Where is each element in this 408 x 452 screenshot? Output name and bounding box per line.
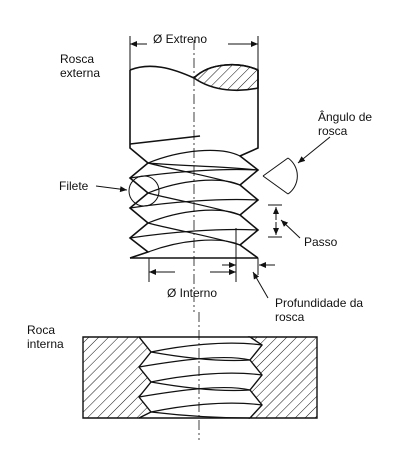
label-angulo-line1: Ângulo de (318, 110, 373, 124)
dim-extreno (129, 36, 259, 70)
label-angulo-line2: rosca (318, 124, 348, 138)
profundidade-marker (222, 262, 275, 299)
label-passo: Passo (304, 235, 338, 249)
dim-interno (148, 228, 259, 282)
filete-circle (128, 175, 160, 207)
passo-marker (268, 204, 301, 239)
label-roca-interna-line1: Roca (27, 323, 56, 337)
label-filete: Filete (59, 179, 89, 193)
label-angulo: Ângulo de rosca (318, 110, 372, 138)
label-profundidade-line2: rosca (275, 310, 305, 324)
label-roca-interna-line2: interna (27, 337, 64, 351)
label-diam-interno: Ø Interno (167, 286, 218, 300)
label-diam-extreno: Ø Extreno (153, 32, 208, 46)
label-rosca-externa-line1: Rosca (60, 52, 95, 66)
label-roca-interna: Roca interna (27, 323, 64, 351)
label-profundidade-line1: Profundidade da (275, 296, 364, 310)
nut-helix (138, 342, 263, 419)
label-rosca-externa-line2: externa (60, 66, 101, 80)
label-rosca-externa: Rosca externa (60, 52, 100, 80)
label-profundidade: Profundidade da rosca (275, 296, 363, 324)
bolt-body (128, 63, 260, 259)
thread-helix (129, 149, 259, 253)
nut-body (82, 336, 318, 419)
angulo-marker (262, 136, 331, 195)
